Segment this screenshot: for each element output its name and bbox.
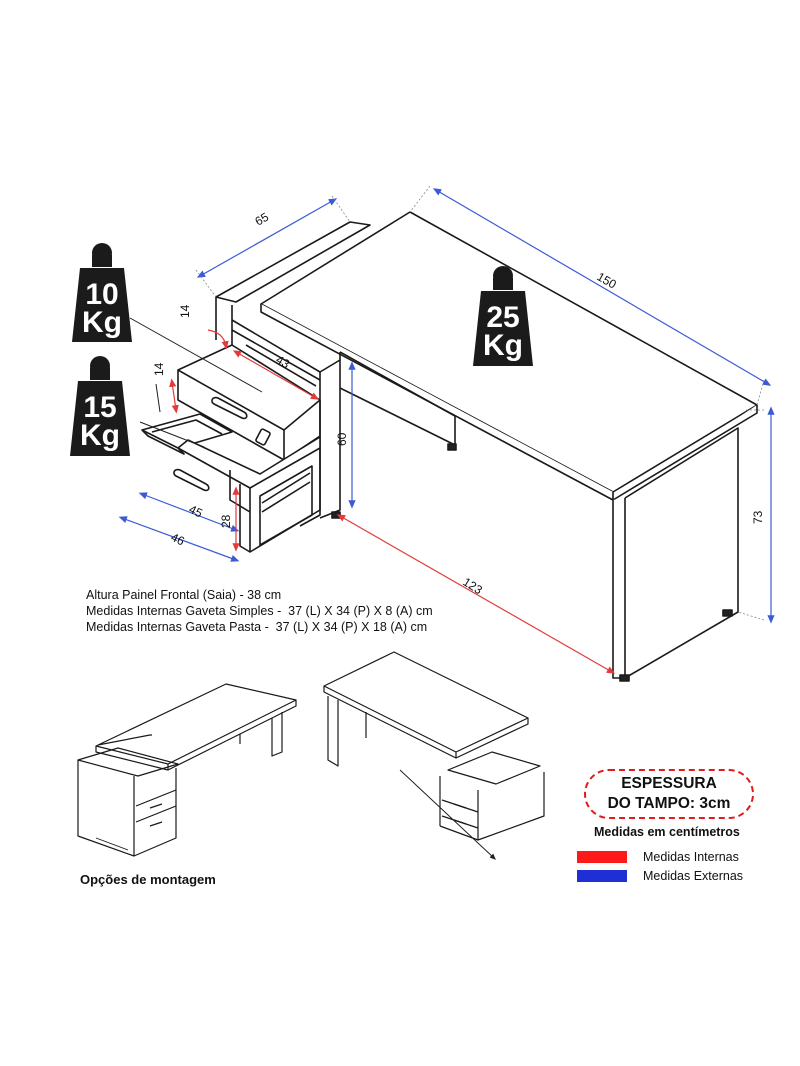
dim-43: 43: [274, 352, 293, 371]
weight-15kg-label: 15 Kg: [80, 391, 120, 452]
weight-icon-25kg: [473, 266, 533, 366]
dim-46: 46: [169, 530, 187, 548]
weight-10kg-label: 10 Kg: [82, 278, 122, 339]
legend-internal: Medidas Internas: [577, 850, 739, 864]
mounting-options-label: Opções de montagem: [80, 872, 216, 887]
legend-label-internal: Medidas Internas: [643, 850, 739, 864]
note-file-drawer: Medidas Internas Gaveta Pasta - 37 (L) X…: [86, 620, 428, 634]
note-skirt-height: Altura Painel Frontal (Saia) - 38 cm: [86, 588, 282, 602]
thickness-badge: ESPESSURA DO TAMPO: 3cm: [584, 769, 754, 819]
weight-25kg-label: 25 Kg: [483, 301, 523, 362]
dim-14-drawer: 14: [152, 362, 166, 376]
thickness-line2: DO TAMPO: 3cm: [607, 795, 731, 812]
weight-icon-10kg: [72, 243, 132, 342]
dim-73: 73: [751, 510, 765, 524]
dim-150: 150: [595, 269, 620, 291]
legend-label-external: Medidas Externas: [643, 869, 744, 883]
small-dimension-lines: [95, 769, 496, 860]
units-label: Medidas em centímetros: [594, 825, 740, 839]
mounting-option-right: [323, 651, 545, 841]
mounting-option-left: [77, 683, 297, 857]
weight-icon-15kg: [70, 356, 130, 456]
dim-123: 123: [460, 575, 485, 598]
specification-notes: Altura Painel Frontal (Saia) - 38 cm Med…: [86, 587, 433, 635]
legend-swatch-internal: [577, 851, 627, 863]
dim-45: 45: [187, 502, 205, 520]
dim-65: 65: [253, 210, 272, 229]
dim-14-top: 14: [178, 304, 192, 318]
dim-60: 60: [335, 432, 349, 446]
thickness-line1: ESPESSURA: [621, 775, 717, 792]
legend-external: Medidas Externas: [577, 869, 743, 883]
dimension-lines: [118, 188, 775, 674]
note-simple-drawer: Medidas Internas Gaveta Simples - 37 (L)…: [86, 604, 433, 618]
legend-swatch-external: [577, 870, 627, 882]
extension-lines: [195, 185, 765, 621]
dim-28: 28: [219, 514, 233, 528]
